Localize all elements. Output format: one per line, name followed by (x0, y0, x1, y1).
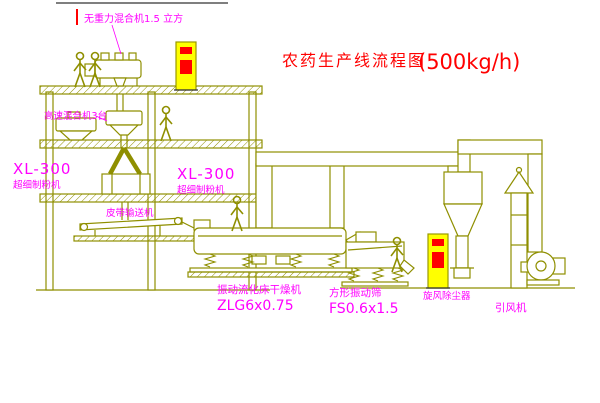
conveyor-belt (79, 217, 183, 231)
high-speed-mixer-body (105, 110, 143, 126)
label-sieve-model: FS0.6x1.5 (329, 301, 399, 317)
mixer-inlet-2 (114, 52, 124, 61)
diagram-title-capacity: (500kg/h) (418, 50, 520, 74)
mill-discharge-pipe (121, 202, 129, 220)
sieve-base (341, 281, 409, 287)
cyclone-discharge-valve (453, 267, 471, 279)
floor-slab-3 (39, 193, 263, 203)
label-mill-center-model: XL-300 (177, 165, 235, 183)
mixer-inlet-3 (128, 52, 137, 61)
control-cabinet-top (174, 41, 198, 91)
sieve-hopper (355, 231, 377, 243)
cyclone-separator (443, 171, 483, 279)
y-duct-left-branch (108, 146, 126, 176)
pulverizer-mill (101, 173, 151, 195)
label-mill-center-name: 超细制粉机 (177, 184, 225, 196)
high-speed-mixer (105, 110, 143, 148)
dryer-vibrator-2 (275, 255, 291, 265)
label-dust-collector: 旋风除尘器 (423, 290, 471, 302)
top-duct-run (457, 139, 543, 155)
floor-slab-1 (39, 85, 263, 95)
cyclone-cone (443, 203, 483, 237)
floor-slab-2 (39, 139, 263, 149)
conveyor-roller-left (79, 222, 89, 232)
belt-conveyor (73, 216, 199, 242)
vibrating-sieve (341, 231, 415, 287)
mixer-body (94, 59, 142, 79)
cabinet-bottom-nameplate (432, 239, 444, 246)
stack-body (510, 192, 528, 289)
fan-hub (535, 260, 547, 272)
ribbon-mixer (84, 52, 142, 112)
cyclone-dip-tube (455, 235, 469, 269)
high-speed-mixer-cone (108, 124, 140, 136)
sieve-outlet-chute (399, 259, 415, 275)
fan-downcomer-duct (527, 153, 543, 253)
leader-lines (76, 9, 122, 122)
mixer-inlet-1 (100, 52, 110, 61)
fan-base (526, 279, 560, 286)
label-dryer-name: 振动流化床干燥机 (217, 283, 301, 296)
y-duct (108, 146, 142, 176)
leader-gravity-mixer (111, 24, 122, 55)
induced-draft-fan (520, 251, 566, 286)
label-high-speed-mixer: 高速混合机3台 (44, 110, 107, 122)
cabinet-top-panel (180, 60, 192, 74)
label-belt-conveyor: 皮带输送机 (106, 207, 154, 219)
main-duct (255, 151, 463, 167)
dryer-vessel (193, 227, 347, 255)
mill-body (101, 173, 151, 195)
label-fan: 引风机 (495, 301, 527, 314)
dryer-vibrator-1 (251, 255, 267, 265)
dryer-riser-duct-1 (255, 163, 273, 229)
mixer-discharge (113, 77, 127, 87)
mixer-2f-left (55, 111, 97, 141)
label-gravity-mixer: 无重力混合机1.5 立方 (84, 12, 183, 25)
diagram-title: 农药生产线流程图 (282, 51, 426, 70)
exhaust-ducting (255, 139, 543, 253)
leader-high-speed-mixer (95, 115, 108, 122)
label-sieve-name: 方形振动筛 (329, 286, 382, 299)
dryer-base-frame (189, 267, 353, 273)
label-dryer-model: ZLG6x0.75 (217, 298, 294, 314)
label-mill-left-model: XL-300 (13, 160, 71, 178)
y-duct-right-branch (122, 146, 142, 176)
worker-figure-3 (159, 105, 173, 142)
fluid-bed-dryer (187, 219, 355, 278)
label-mill-left-name: 超细制粉机 (13, 179, 61, 191)
mixer-2f-left-cone (58, 130, 94, 141)
worker-figure-1 (73, 51, 87, 88)
control-cabinet-bottom (426, 233, 450, 289)
cabinet-top-nameplate (180, 47, 192, 54)
dryer-riser-duct-2 (329, 163, 345, 229)
conveyor-base (73, 235, 195, 242)
conveyor-roller-right (173, 216, 183, 226)
cyclone-barrel (443, 171, 483, 205)
dryer-foundation (187, 271, 355, 278)
cabinet-bottom-panel (432, 252, 444, 268)
